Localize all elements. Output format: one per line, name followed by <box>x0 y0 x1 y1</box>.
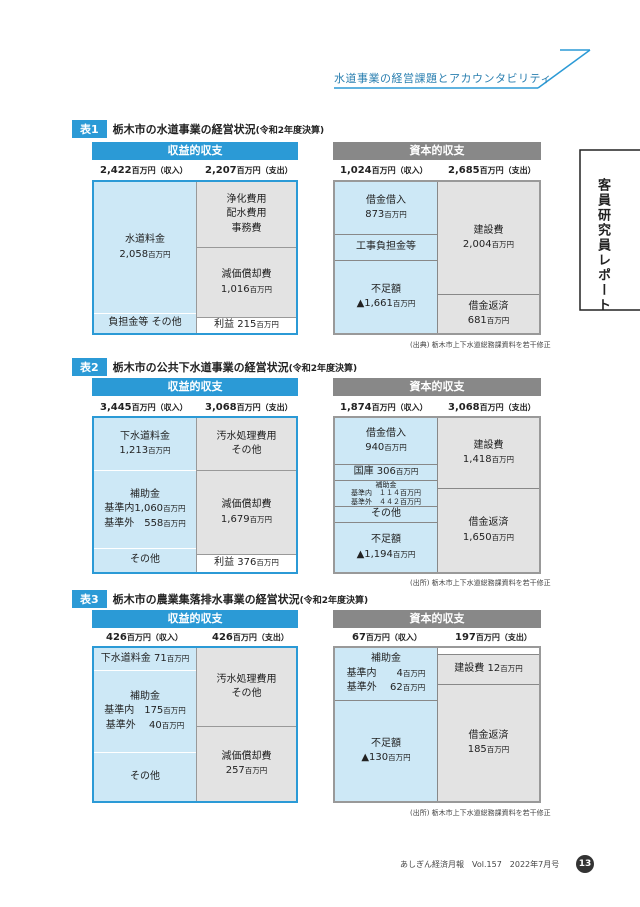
table2-treasury: 国庫 306百万円 <box>335 464 437 480</box>
table1-source: (出典) 栃木市上下水道総務課資料を若干修正 <box>410 341 551 349</box>
table1-rev-expense: 2,207百万円（支出） <box>205 165 293 176</box>
table1-tag: 表1 <box>72 120 107 138</box>
table2-shortfall: 不足額▲1,194百万円 <box>335 522 437 572</box>
table3-cap-income: 67百万円（収入） <box>352 632 422 643</box>
table2-title: 栃木市の公共下水道事業の経営状況 <box>112 361 289 374</box>
table2-cap-expense: 3,068百万円（支出） <box>448 402 536 413</box>
table3-rev-expense: 426百万円（支出） <box>212 632 289 643</box>
table2-heading: 表2 栃木市の公共下水道事業の経営状況(令和2年度決算) <box>72 358 357 376</box>
table3-subtitle: (令和2年度決算) <box>299 596 369 606</box>
table1-rev-income: 2,422百万円（収入） <box>100 165 188 176</box>
side-bracket <box>579 149 640 311</box>
footer-text: あしぎん経済月報 Vol.157 2022年7月号 <box>400 860 560 869</box>
header-lines <box>334 49 591 89</box>
table1-purify: 浄化費用配水費用事務費 <box>196 182 296 247</box>
table1-burden: 負担金等 その他 <box>94 313 196 333</box>
table2-cap-subsidy: 補助金基準内 １１４百万円基準外 ４４２百万円 <box>335 480 437 506</box>
table1-work-burden: 工事負担金等 <box>335 234 437 260</box>
side-label: 客員研究員レポート <box>595 178 610 313</box>
table2-revenue-bar: 収益的収支 <box>92 378 298 396</box>
table2-cap-income: 1,874百万円（収入） <box>340 402 428 413</box>
table3-capital-panel: 補助金 基準内 4百万円 基準外 62百万円 不足額▲130百万円 建設費 12… <box>333 646 541 803</box>
table2-treatment: 汚水処理費用その他 <box>196 418 296 470</box>
table3-other: その他 <box>94 752 196 801</box>
table3-cap-expense: 197百万円（支出） <box>455 632 532 643</box>
table3-rev-income: 426百万円（収入） <box>106 632 183 643</box>
table3-subsidy: 補助金 基準内 175百万円 基準外 40百万円 <box>94 670 196 752</box>
table2-source: (出所) 栃木市上下水道総務課資料を若干修正 <box>410 579 551 587</box>
table1-revenue-bar: 収益的収支 <box>92 142 298 160</box>
table2-cap-other: その他 <box>335 506 437 522</box>
table2-other: その他 <box>94 548 196 572</box>
table1-cap-expense: 2,685百万円（支出） <box>448 165 536 176</box>
table2-subsidy: 補助金 基準内1,060百万円 基準外 558百万円 <box>94 470 196 548</box>
table2-rev-income: 3,445百万円（収入） <box>100 402 188 413</box>
table3-capital-bar: 資本的収支 <box>333 610 541 628</box>
table3-source: (出所) 栃木市上下水道総務課資料を若干修正 <box>410 809 551 817</box>
table3-shortfall: 不足額▲130百万円 <box>335 700 437 801</box>
table1-capital-bar: 資本的収支 <box>333 142 541 160</box>
table1-title: 栃木市の水道事業の経営状況 <box>112 123 256 136</box>
table1-cap-income: 1,024百万円（収入） <box>340 165 428 176</box>
page-number: 13 <box>576 855 594 873</box>
table2-rev-expense: 3,068百万円（支出） <box>205 402 293 413</box>
section-title: 水道事業の経営課題とアカウンタビリティ <box>334 72 552 85</box>
table3-revenue-bar: 収益的収支 <box>92 610 298 628</box>
table3-treatment: 汚水処理費用その他 <box>196 648 296 726</box>
table1-heading: 表1 栃木市の水道事業の経営状況(令和2年度決算) <box>72 120 324 138</box>
table3-sewer-fee: 下水道料金 71百万円 <box>94 648 196 670</box>
table3-heading: 表3 栃木市の農業集落排水事業の経営状況(令和2年度決算) <box>72 590 368 608</box>
table1-profit: 利益 215百万円 <box>196 317 296 333</box>
table3-gap <box>437 648 539 654</box>
table3-construction: 建設費 12百万円 <box>437 654 539 684</box>
table1-subtitle: (令和2年度決算) <box>255 126 325 136</box>
table3-cap-subsidy: 補助金 基準内 4百万円 基準外 62百万円 <box>335 648 437 700</box>
table3-title: 栃木市の農業集落排水事業の経営状況 <box>112 593 300 606</box>
table2-subtitle: (令和2年度決算) <box>288 364 358 374</box>
table3-revenue-panel: 下水道料金 71百万円 補助金 基準内 175百万円 基準外 40百万円 その他… <box>92 646 298 803</box>
table1-shortfall: 不足額▲1,661百万円 <box>335 260 437 333</box>
table2-capital-bar: 資本的収支 <box>333 378 541 396</box>
table3-tag: 表3 <box>72 590 107 608</box>
table2-profit: 利益 376百万円 <box>196 554 296 572</box>
table2-tag: 表2 <box>72 358 107 376</box>
